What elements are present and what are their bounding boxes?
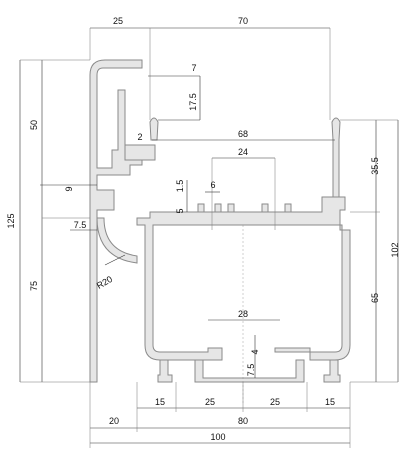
dim-bottom-15a: 15 (155, 397, 165, 407)
dim-top-25: 25 (113, 16, 123, 26)
dim-7-5: 7.5 (74, 220, 87, 230)
dim-left-50: 50 (29, 120, 39, 130)
aluminum-profile (89, 59, 351, 383)
dim-1-5: 1.5 (175, 180, 185, 193)
dim-6: 6 (210, 180, 215, 190)
dim-5: 5 (175, 208, 185, 213)
dim-4: 4 (250, 349, 260, 354)
dim-bottom-20: 20 (109, 416, 119, 426)
dim-left-75: 75 (29, 281, 39, 291)
dim-7-5-4: 7.5 (246, 364, 256, 377)
dim-bottom-15b: 15 (325, 397, 335, 407)
dim-bottom-100: 100 (210, 432, 225, 442)
dim-2: 2 (137, 132, 142, 142)
dim-9: 9 (64, 186, 74, 191)
dim-17-5: 17.5 (188, 93, 198, 111)
dim-7: 7 (191, 63, 196, 73)
dim-left-125: 125 (6, 213, 16, 228)
dim-28: 28 (238, 309, 248, 319)
dim-bottom-80: 80 (238, 416, 248, 426)
dim-right-65: 65 (370, 293, 380, 303)
dimension-lines (19, 27, 399, 448)
dim-top-70: 70 (238, 16, 248, 26)
dimension-labels: 25 70 125 50 75 9 102 35.5 65 15 25 25 1… (6, 16, 400, 442)
dim-right-102: 102 (390, 242, 400, 257)
dim-r20: R20 (95, 274, 114, 291)
dim-bottom-25b: 25 (270, 397, 280, 407)
dim-bottom-25a: 25 (205, 397, 215, 407)
dim-68: 68 (238, 129, 248, 139)
dim-right-35-5: 35.5 (370, 157, 380, 175)
dim-24: 24 (238, 147, 248, 157)
